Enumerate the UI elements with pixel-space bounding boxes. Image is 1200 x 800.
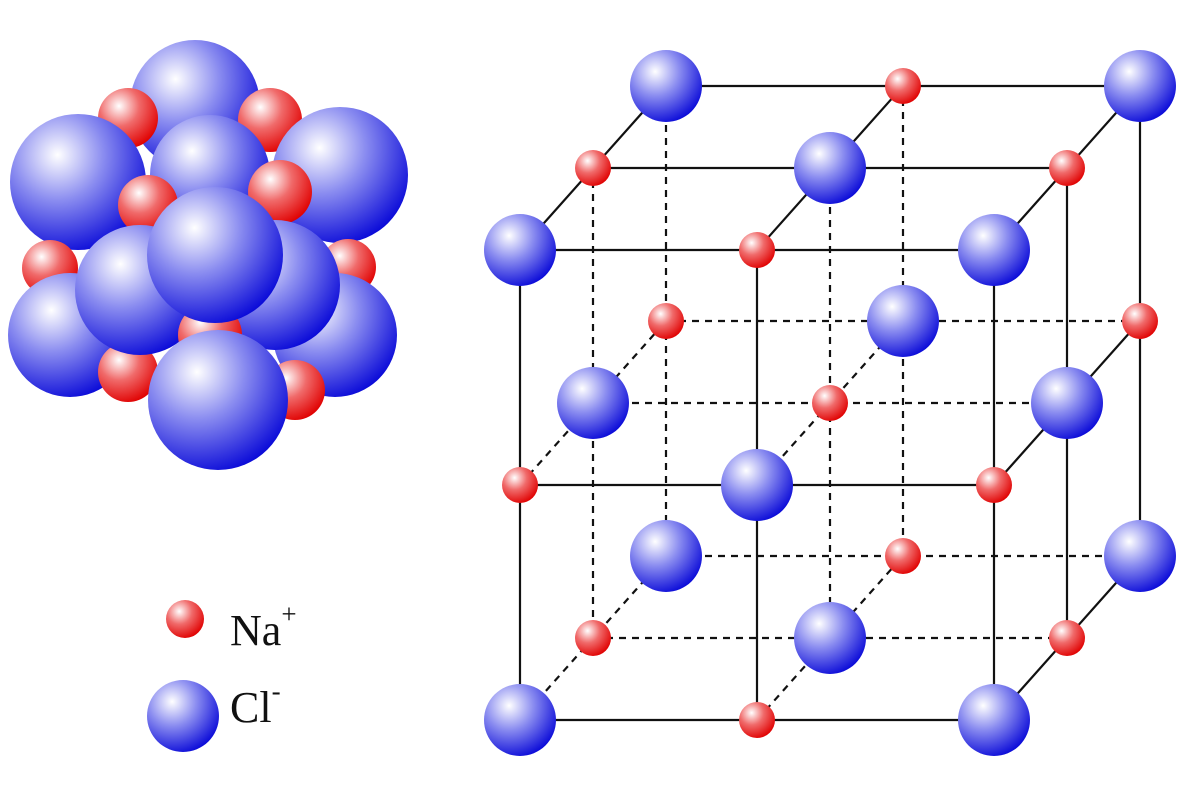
lattice-cl-sphere	[1031, 367, 1103, 439]
lattice-na-sphere	[885, 68, 921, 104]
lattice-na-sphere	[976, 467, 1012, 503]
lattice-na-sphere	[1049, 620, 1085, 656]
lattice-na-sphere	[575, 620, 611, 656]
lattice-cl-sphere	[630, 520, 702, 592]
lattice-atoms	[484, 50, 1176, 756]
lattice-cl-sphere	[484, 684, 556, 756]
legend-na-label: Na+	[230, 599, 297, 655]
lattice-cl-sphere	[557, 367, 629, 439]
legend-cl-sphere	[147, 680, 219, 752]
lattice-cl-sphere	[867, 285, 939, 357]
lattice-na-sphere	[885, 538, 921, 574]
lattice-na-sphere	[1122, 303, 1158, 339]
cl-sphere	[10, 114, 146, 250]
lattice-na-sphere	[739, 232, 775, 268]
cl-sphere	[147, 187, 283, 323]
lattice-cl-sphere	[794, 602, 866, 674]
lattice-na-sphere	[502, 467, 538, 503]
lattice-na-sphere	[739, 702, 775, 738]
lattice-na-sphere	[575, 150, 611, 186]
na-sphere	[98, 342, 158, 402]
lattice-cl-sphere	[958, 684, 1030, 756]
lattice-cl-sphere	[1104, 50, 1176, 122]
lattice-cl-sphere	[630, 50, 702, 122]
lattice-cl-sphere	[484, 214, 556, 286]
lattice-cl-sphere	[1104, 520, 1176, 592]
cl-sphere	[148, 330, 288, 470]
lattice-cl-sphere	[721, 449, 793, 521]
lattice-na-sphere	[648, 303, 684, 339]
legend: Na+ Cl-	[147, 599, 297, 752]
lattice-cl-sphere	[958, 214, 1030, 286]
lattice-na-sphere	[812, 385, 848, 421]
legend-na-sphere	[166, 600, 204, 638]
space-filling-model	[8, 40, 408, 470]
lattice-na-sphere	[1049, 150, 1085, 186]
unit-cell-lattice	[484, 50, 1176, 756]
legend-cl-label: Cl-	[230, 676, 281, 732]
lattice-cl-sphere	[794, 132, 866, 204]
